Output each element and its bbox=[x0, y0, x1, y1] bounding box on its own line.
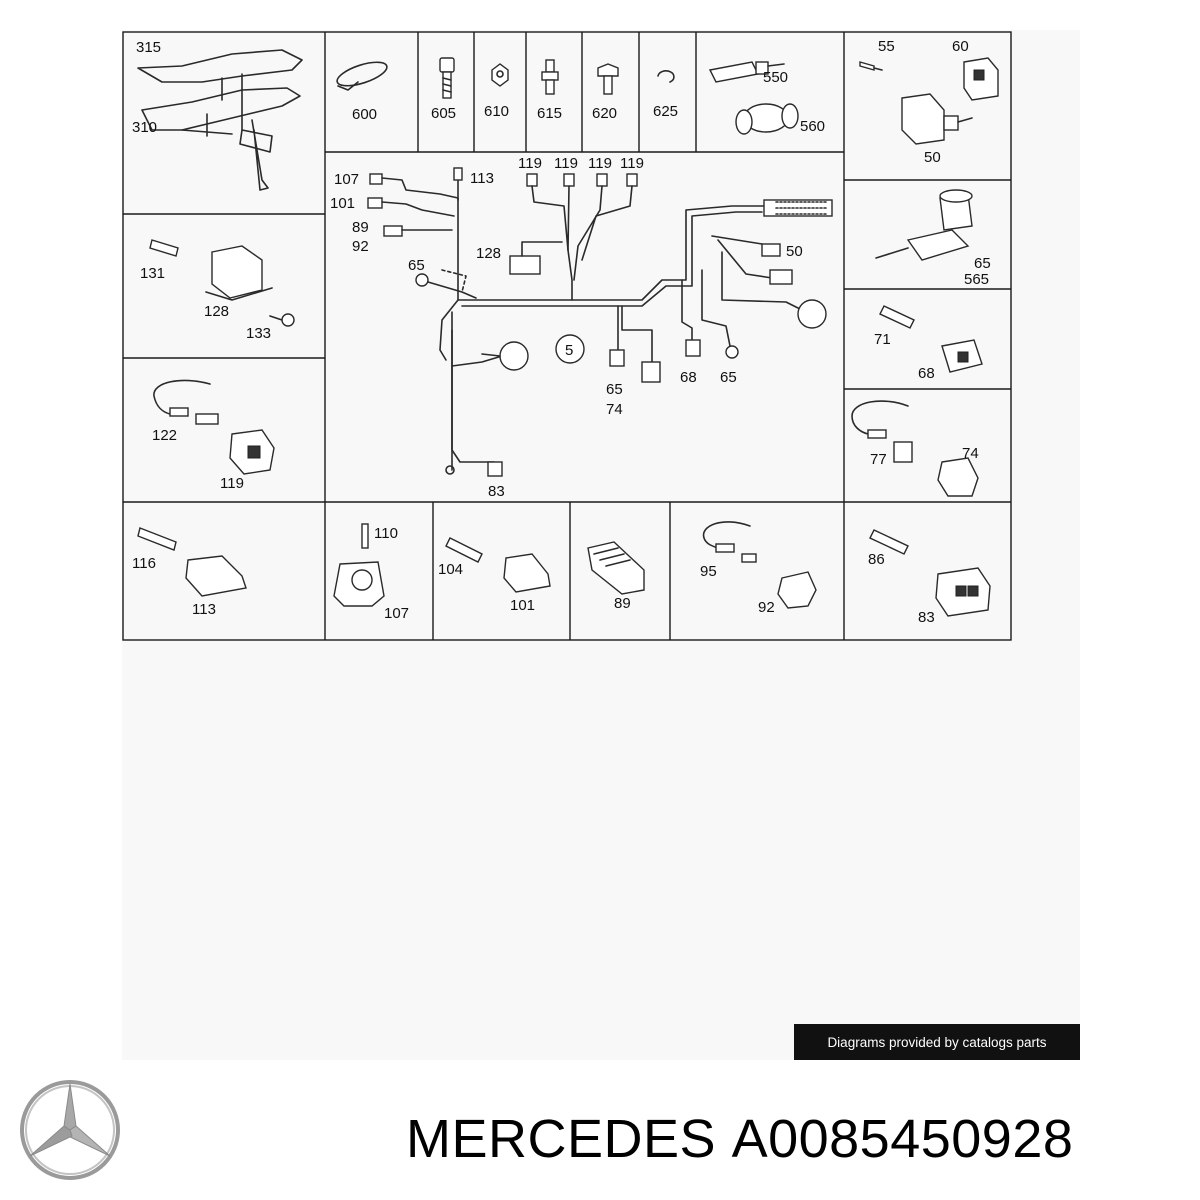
part-label: 131 bbox=[140, 265, 165, 282]
part-label: 101 bbox=[510, 597, 535, 614]
part-label: 605 bbox=[431, 105, 456, 122]
part-label: 65 bbox=[606, 381, 623, 398]
part-label: 310 bbox=[132, 119, 157, 136]
part-label: 68 bbox=[680, 369, 697, 386]
relay-connector-drawing bbox=[859, 57, 999, 145]
cable-tie-drawing bbox=[336, 61, 388, 91]
part-label: 71 bbox=[874, 331, 891, 348]
part-label: 77 bbox=[870, 451, 887, 468]
brand-name: MERCEDES bbox=[406, 1109, 717, 1169]
part-label: 50 bbox=[924, 149, 941, 166]
part-label: 560 bbox=[800, 118, 825, 135]
part-label: 133 bbox=[246, 325, 271, 342]
part-label: 65 bbox=[974, 255, 991, 272]
part-label: 89 bbox=[614, 595, 631, 612]
part-label: 107 bbox=[384, 605, 409, 622]
part-label: 620 bbox=[592, 105, 617, 122]
part-label: 550 bbox=[763, 69, 788, 86]
parts-diagram: 315 310 600 605 610 615 620 625 bbox=[122, 31, 1012, 641]
part-label: 65 bbox=[720, 369, 737, 386]
part-caption: MERCEDES A0085450928 bbox=[406, 1108, 1196, 1178]
part-label: 610 bbox=[484, 103, 509, 120]
main-harness-drawing bbox=[367, 167, 833, 477]
part-label: 116 bbox=[132, 555, 156, 572]
sensor-107-drawing bbox=[333, 523, 385, 607]
part-label: 122 bbox=[152, 427, 177, 444]
part-label: 625 bbox=[653, 103, 678, 120]
part-label: 83 bbox=[488, 483, 505, 500]
part-label: 110 bbox=[374, 525, 398, 542]
part-number: A0085450928 bbox=[731, 1109, 1074, 1169]
connector-101-drawing bbox=[445, 537, 551, 593]
credit-banner: Diagrams provided by catalogs parts bbox=[794, 1024, 1080, 1060]
grommets-drawing bbox=[708, 61, 799, 135]
part-label: 65 bbox=[408, 257, 425, 274]
part-label: 113 bbox=[192, 601, 216, 618]
part-label: 92 bbox=[758, 599, 775, 616]
part-label: 92 bbox=[352, 238, 369, 255]
part-label: 615 bbox=[537, 105, 562, 122]
connector-128-drawing bbox=[149, 239, 295, 327]
connector-92-drawing bbox=[702, 521, 817, 609]
connector-113-drawing bbox=[137, 527, 247, 597]
sensor-65-drawing bbox=[875, 189, 973, 261]
part-label: 104 bbox=[438, 561, 463, 578]
part-label: 74 bbox=[606, 401, 623, 418]
part-label: 128 bbox=[476, 245, 501, 262]
connector-68-drawing bbox=[879, 305, 983, 373]
stud-drawing bbox=[541, 59, 559, 95]
clip-drawing bbox=[657, 70, 675, 83]
part-label: 119 bbox=[220, 475, 244, 492]
part-label: 119 bbox=[554, 155, 578, 172]
panel-grid bbox=[122, 31, 1012, 641]
part-label: 55 bbox=[878, 38, 895, 55]
part-label: 60 bbox=[952, 38, 969, 55]
part-label: 89 bbox=[352, 219, 369, 236]
part-label: 5 bbox=[565, 342, 573, 359]
part-label: 565 bbox=[964, 271, 989, 288]
part-label: 119 bbox=[588, 155, 612, 172]
boot-89-drawing bbox=[587, 541, 645, 595]
screw-drawing bbox=[597, 63, 619, 95]
part-label: 315 bbox=[136, 39, 161, 56]
part-label: 68 bbox=[918, 365, 935, 382]
part-label: 50 bbox=[786, 243, 803, 260]
connector-74-drawing bbox=[851, 400, 979, 497]
part-label: 119 bbox=[518, 155, 542, 172]
part-label: 86 bbox=[868, 551, 885, 568]
part-label: 119 bbox=[620, 155, 644, 172]
part-label: 107 bbox=[334, 171, 359, 188]
part-label: 600 bbox=[352, 106, 377, 123]
harness-bracket-drawing bbox=[137, 49, 303, 191]
part-label: 95 bbox=[700, 563, 717, 580]
bolt-drawing bbox=[439, 57, 455, 99]
part-label: 83 bbox=[918, 609, 935, 626]
part-label: 113 bbox=[470, 170, 494, 187]
connector-119-drawing bbox=[153, 379, 275, 475]
connector-83-drawing bbox=[869, 529, 991, 617]
diagram-canvas: 315 310 600 605 610 615 620 625 bbox=[122, 30, 1080, 1060]
part-label: 101 bbox=[330, 195, 355, 212]
part-label: 74 bbox=[962, 445, 979, 462]
part-label: 128 bbox=[204, 303, 229, 320]
nut-drawing bbox=[491, 63, 509, 87]
three-pointed-star-icon bbox=[20, 1080, 120, 1180]
